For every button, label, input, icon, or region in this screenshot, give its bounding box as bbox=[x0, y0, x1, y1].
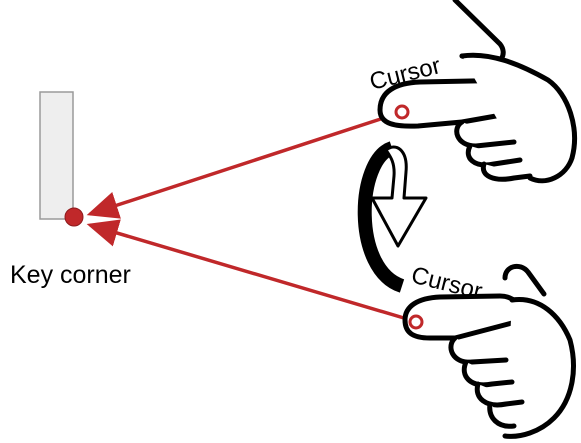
pointing-hand-icon bbox=[377, 0, 577, 184]
arrow-top-to-corner bbox=[86, 110, 403, 219]
object-bar bbox=[39, 91, 74, 220]
arrow-bottom-to-corner bbox=[86, 219, 415, 323]
pointing-hand-icon bbox=[402, 263, 576, 439]
key-corner-dot bbox=[64, 207, 84, 227]
key-corner-label: Key corner bbox=[10, 261, 131, 289]
clockwise-rotation-icon bbox=[357, 141, 428, 293]
